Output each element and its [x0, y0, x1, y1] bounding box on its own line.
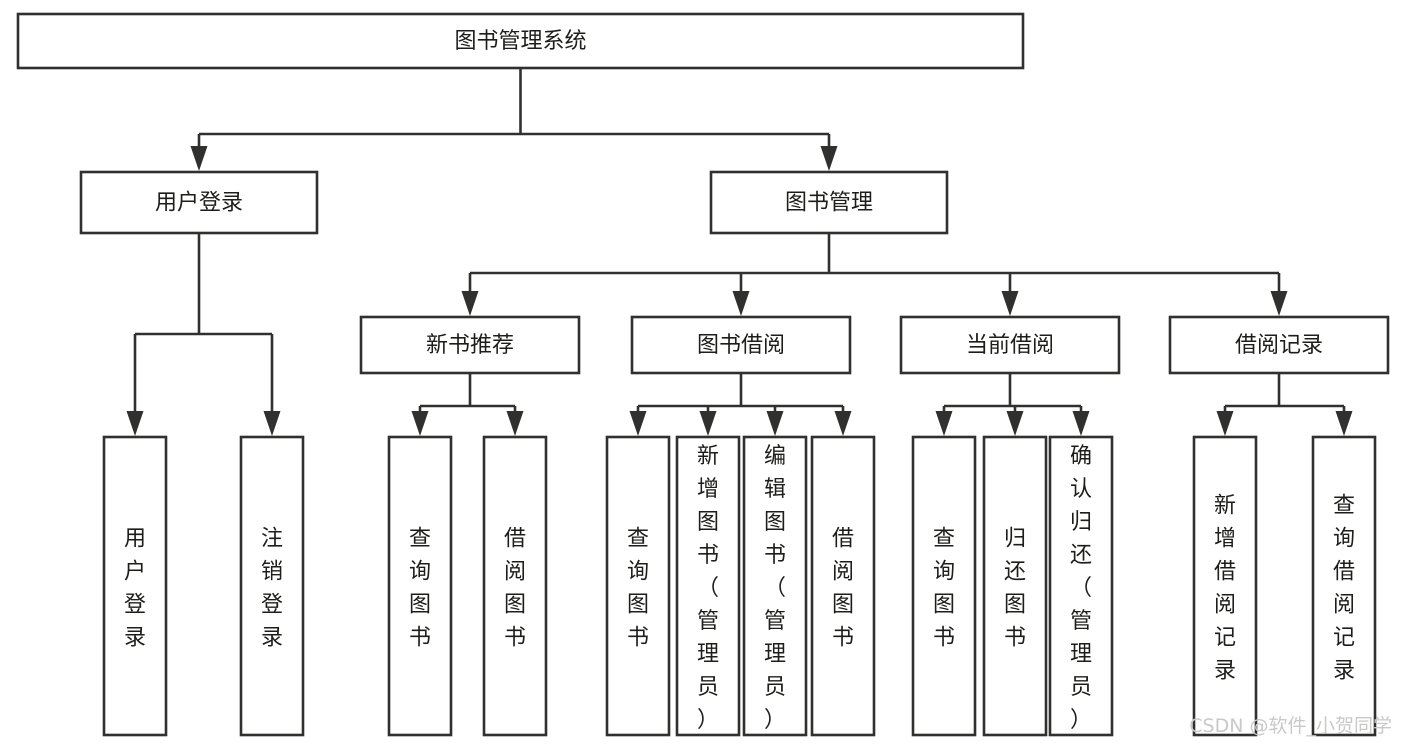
connector-group-root	[190, 68, 838, 171]
node-leaf-confirm-return[interactable]: 确认归还（管理员）	[1048, 435, 1114, 737]
node-box-borrow-record[interactable]	[1168, 315, 1390, 375]
arrow-head-current-borrow	[1001, 291, 1019, 316]
node-label-leaf-add-record: 新增借阅记录	[1214, 494, 1236, 684]
node-label-current-borrow: 当前借阅	[966, 333, 1054, 358]
arrow-head-leaf-query-record	[1335, 411, 1353, 436]
node-label-leaf-borrow-book-2: 借阅图书	[832, 527, 854, 651]
node-box-new-book-rec[interactable]	[359, 315, 581, 375]
connector-group-borrow-record	[1216, 373, 1353, 436]
node-leaf-add-record[interactable]: 新增借阅记录	[1192, 435, 1258, 737]
node-leaf-query-record[interactable]: 查询借阅记录	[1311, 435, 1377, 737]
node-user-login[interactable]: 用户登录	[79, 170, 319, 235]
node-new-book-rec[interactable]: 新书推荐	[359, 315, 581, 375]
node-label-leaf-query-book-3: 查询图书	[933, 527, 955, 651]
connector-group-book-borrow	[629, 373, 852, 436]
arrow-head-new-book-rec	[461, 291, 479, 316]
node-current-borrow[interactable]: 当前借阅	[899, 315, 1121, 375]
node-box-leaf-return-book[interactable]	[982, 435, 1048, 737]
node-leaf-query-book-1[interactable]: 查询图书	[387, 435, 453, 737]
node-box-leaf-query-book-1[interactable]	[387, 435, 453, 737]
node-leaf-query-book-3[interactable]: 查询图书	[911, 435, 977, 737]
arrow-head-leaf-query-book-2	[629, 411, 647, 436]
node-leaf-add-book[interactable]: 新增图书（管理员）	[675, 435, 741, 737]
node-box-leaf-add-book[interactable]	[675, 435, 741, 737]
arrow-head-leaf-borrow-book-1	[506, 411, 524, 436]
node-label-leaf-query-book-2: 查询图书	[627, 527, 649, 651]
node-box-leaf-edit-book[interactable]	[742, 435, 808, 737]
node-box-leaf-query-book-2[interactable]	[605, 435, 671, 737]
node-label-book-borrow: 图书借阅	[697, 333, 785, 358]
node-leaf-edit-book[interactable]: 编辑图书（管理员）	[742, 435, 808, 737]
arrow-head-leaf-query-book-3	[935, 411, 953, 436]
connector-group-book-manage	[461, 233, 1288, 316]
node-box-current-borrow[interactable]	[899, 315, 1121, 375]
node-label-leaf-user-logout: 注销登录	[261, 527, 283, 651]
node-box-leaf-add-record[interactable]	[1192, 435, 1258, 737]
connector-group-user-login	[126, 233, 281, 436]
node-label-leaf-return-book: 归还图书	[1004, 527, 1026, 651]
arrow-head-leaf-user-logout	[263, 411, 281, 436]
connector-layer	[126, 68, 1353, 436]
node-label-leaf-confirm-return: 确认归还（管理员）	[1070, 444, 1092, 733]
node-label-root: 图书管理系统	[454, 29, 586, 54]
node-root[interactable]: 图书管理系统	[16, 12, 1025, 70]
node-label-book-manage: 图书管理	[785, 191, 873, 216]
node-label-user-login: 用户登录	[155, 191, 243, 216]
node-box-leaf-user-login[interactable]	[102, 435, 168, 737]
node-leaf-query-book-2[interactable]: 查询图书	[605, 435, 671, 737]
arrow-head-leaf-add-record	[1216, 411, 1234, 436]
csdn-watermark: CSDN @软件_小贺同学	[1189, 715, 1392, 737]
arrow-head-user-login	[190, 146, 208, 171]
node-leaf-borrow-book-1[interactable]: 借阅图书	[482, 435, 548, 737]
node-box-leaf-query-record[interactable]	[1311, 435, 1377, 737]
node-box-book-manage[interactable]	[709, 170, 949, 235]
node-label-leaf-query-book-1: 查询图书	[409, 527, 431, 651]
node-book-manage[interactable]: 图书管理	[709, 170, 949, 235]
node-leaf-user-login[interactable]: 用户登录	[102, 435, 168, 737]
node-book-borrow[interactable]: 图书借阅	[630, 315, 852, 375]
arrow-head-book-manage	[820, 146, 838, 171]
node-leaf-return-book[interactable]: 归还图书	[982, 435, 1048, 737]
connector-group-current-borrow	[935, 373, 1090, 436]
arrow-head-leaf-return-book	[1006, 411, 1024, 436]
node-box-leaf-borrow-book-1[interactable]	[482, 435, 548, 737]
node-box-root[interactable]	[16, 12, 1025, 70]
node-label-leaf-user-login: 用户登录	[124, 527, 146, 651]
node-label-leaf-edit-book: 编辑图书（管理员）	[764, 444, 786, 733]
node-box-leaf-user-logout[interactable]	[239, 435, 305, 737]
node-label-leaf-borrow-book-1: 借阅图书	[504, 527, 526, 651]
node-box-leaf-query-book-3[interactable]	[911, 435, 977, 737]
node-box-leaf-confirm-return[interactable]	[1048, 435, 1114, 737]
node-box-user-login[interactable]	[79, 170, 319, 235]
node-box-leaf-borrow-book-2[interactable]	[810, 435, 876, 737]
node-label-leaf-query-record: 查询借阅记录	[1333, 494, 1355, 684]
arrow-head-book-borrow	[732, 291, 750, 316]
node-leaf-borrow-book-2[interactable]: 借阅图书	[810, 435, 876, 737]
connector-group-new-book-rec	[411, 373, 524, 436]
node-box-book-borrow[interactable]	[630, 315, 852, 375]
arrow-head-leaf-query-book-1	[411, 411, 429, 436]
node-label-leaf-add-book: 新增图书（管理员）	[697, 444, 719, 733]
arrow-head-leaf-confirm-return	[1072, 411, 1090, 436]
arrow-head-leaf-borrow-book-2	[834, 411, 852, 436]
arrow-head-leaf-user-login	[126, 411, 144, 436]
arrow-head-borrow-record	[1270, 291, 1288, 316]
node-leaf-user-logout[interactable]: 注销登录	[239, 435, 305, 737]
node-borrow-record[interactable]: 借阅记录	[1168, 315, 1390, 375]
arrow-head-leaf-edit-book	[766, 411, 784, 436]
node-layer: 图书管理系统用户登录图书管理新书推荐图书借阅当前借阅借阅记录用户登录注销登录查询…	[16, 12, 1390, 737]
node-label-new-book-rec: 新书推荐	[426, 333, 514, 358]
node-label-borrow-record: 借阅记录	[1235, 333, 1323, 358]
arrow-head-leaf-add-book	[699, 411, 717, 436]
